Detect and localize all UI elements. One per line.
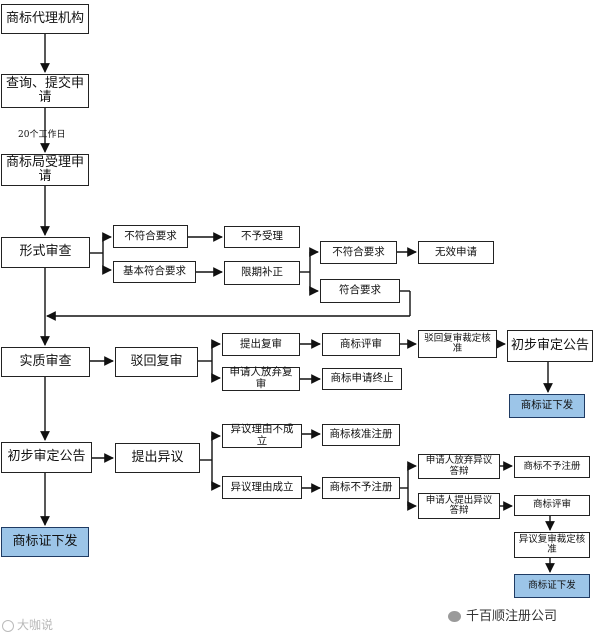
node-refuse-registration: 商标不予注册 [322,477,400,499]
watermark-right: 千百顺注册公司 [448,605,557,624]
node-label: 提出复审 [240,337,282,350]
node-label: 形式审查 [19,244,72,260]
node-label: 无效申请 [435,245,477,258]
node-accept: 商标局受理申请 [1,154,89,186]
node-label: 初步审定公告 [7,449,86,465]
watermark-right-text: 千百顺注册公司 [466,609,558,624]
node-certificate-issued-b: 商标证下发 [1,527,89,557]
node-meet: 符合要求 [320,279,400,303]
node-trademark-review: 商标评审 [322,333,400,356]
label-working-days: 20个工作日 [18,130,66,140]
node-approve-registration: 商标核准注册 [322,424,400,446]
wechat-icon [448,611,461,622]
node-trademark-review-2: 商标评审 [514,495,590,516]
node-label: 驳回复审裁定核准 [424,332,491,354]
node-opposition-invalid: 异议理由不成立 [222,424,302,448]
node-label: 异议复审裁定核准 [518,533,586,555]
node-label: 异议理由成立 [230,480,294,493]
node-label: 商标证下发 [12,533,78,549]
node-submit: 查询、提交申请 [1,74,89,108]
node-label: 申请人放弃异议答辩 [425,455,493,477]
node-certificate-issued-c: 商标证下发 [514,574,590,598]
node-reject-ruling: 驳回复审裁定核准 [418,330,497,358]
node-file-review: 提出复审 [222,333,300,356]
watermark-logo-icon [2,619,14,632]
watermark-left: 大咖说 [2,616,53,633]
node-file-opposition: 提出异议 [115,443,200,473]
node-no-accept: 不予受理 [224,226,300,248]
node-label: 商标不予注册 [523,460,581,472]
node-label: 提出异议 [131,449,184,465]
node-certificate-issued-a: 商标证下发 [509,394,585,418]
node-label: 商标评审 [340,337,382,350]
node-not-meet: 不符合要求 [113,225,188,248]
node-invalid: 无效申请 [418,241,494,264]
node-applicant-reply: 申请人提出异议答辩 [418,493,500,519]
node-label: 商标局受理申请 [5,154,84,184]
node-label: 限期补正 [241,266,283,279]
node-substantive-review: 实质审查 [1,347,90,377]
node-label: 初步审定公告 [510,337,589,353]
node-label: 商标申请终止 [330,372,394,385]
node-basic-meet: 基本符合要求 [113,261,196,283]
node-applicant-withdraw: 申请人放弃复审 [222,367,300,391]
node-preliminary-publication-a: 初步审定公告 [507,330,593,362]
node-label: 商标证下发 [528,579,576,591]
node-formal-review: 形式审查 [1,237,90,268]
node-label: 商标核准注册 [329,428,393,441]
node-not-meet-2: 不符合要求 [320,241,397,264]
node-deadline-correct: 限期补正 [224,261,300,285]
node-label: 驳回复审 [130,353,183,369]
node-reject-review: 驳回复审 [115,347,198,377]
watermark-left-text: 大咖说 [17,618,54,632]
node-preliminary-publication: 初步审定公告 [1,442,92,473]
node-opposition-valid: 异议理由成立 [222,476,302,499]
node-label: 符合要求 [339,284,381,297]
node-label: 商标不予注册 [329,481,393,494]
node-label: 申请人放弃复审 [229,366,293,390]
node-application-terminated: 商标申请终止 [322,368,402,390]
node-label: 商标代理机构 [5,10,84,26]
node-opposition-ruling: 异议复审裁定核准 [514,532,590,558]
node-label: 实质审查 [19,353,72,369]
node-label: 查询、提交申请 [5,75,84,105]
node-refuse-registration-2: 商标不予注册 [514,456,590,478]
node-label: 基本符合要求 [123,265,186,278]
node-label: 异议理由不成立 [230,423,294,447]
node-label: 商标评审 [532,499,571,511]
node-agency: 商标代理机构 [1,4,89,34]
node-label: 不符合要求 [124,229,177,242]
node-label: 不符合要求 [332,245,385,258]
node-label: 申请人提出异议答辩 [425,494,493,516]
node-applicant-give-up-reply: 申请人放弃异议答辩 [418,454,500,479]
node-label: 不予受理 [241,230,283,243]
node-label: 商标证下发 [520,399,574,412]
